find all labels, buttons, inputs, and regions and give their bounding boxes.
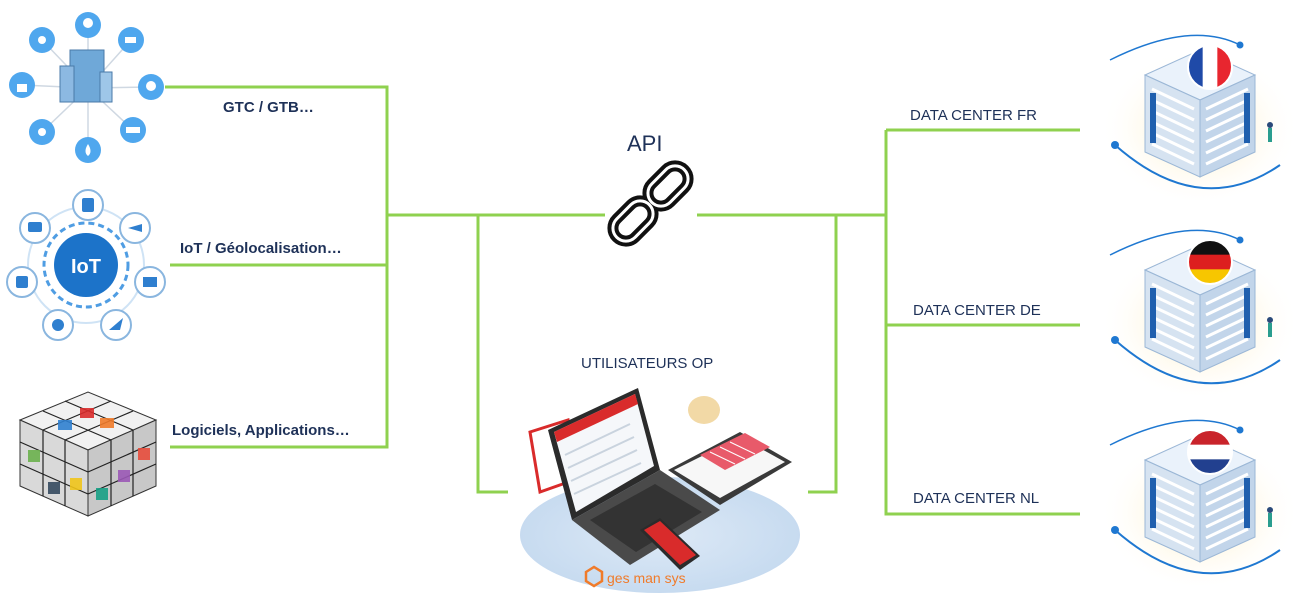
datacenter-label-fr: DATA CENTER FR	[910, 107, 1037, 124]
connector-gtc	[165, 85, 389, 449]
flag-de-icon	[1187, 239, 1233, 285]
connector-users-right	[808, 215, 838, 494]
server-de-icon	[1100, 229, 1300, 395]
brand-logo-icon	[584, 565, 604, 588]
rubik-cube-apps-icon	[18, 391, 158, 517]
brand-name: ges man sys	[607, 570, 686, 586]
server-nl-icon	[1100, 419, 1300, 585]
connector-lines	[165, 85, 1080, 516]
api-label: API	[627, 131, 663, 156]
source-label-software: Logiciels, Applications…	[172, 422, 350, 439]
connector-users-left	[476, 215, 508, 494]
iot-hub-icon	[6, 189, 166, 341]
flag-nl-icon	[1187, 429, 1233, 475]
users-label: UTILISATEURS OP	[581, 355, 714, 372]
flag-fr-icon	[1187, 44, 1233, 90]
datacenter-servers	[1100, 34, 1300, 585]
connector-dc	[884, 128, 1080, 516]
chain-link-icon	[607, 160, 694, 247]
datacenter-label-de: DATA CENTER DE	[913, 302, 1041, 319]
server-fr-icon	[1100, 34, 1300, 200]
source-label-iot: IoT / Géolocalisation…	[180, 240, 342, 257]
source-label-gtc: GTC / GTB…	[223, 99, 314, 116]
iot-hub-text: IoT	[71, 256, 101, 278]
datacenter-label-nl: DATA CENTER NL	[913, 490, 1040, 507]
devices-illustration	[520, 388, 800, 593]
building-automation-icon	[9, 12, 164, 163]
chain-link-inner	[611, 164, 690, 243]
